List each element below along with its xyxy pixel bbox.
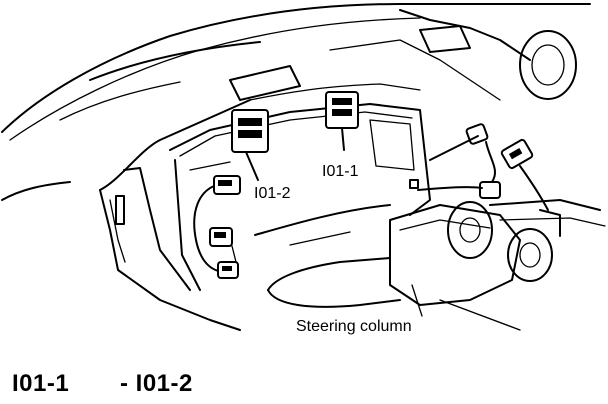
caption-connector-i01-2: - I01-2	[120, 370, 193, 397]
label-i01-1: I01-1	[322, 163, 359, 180]
wiring-harness	[193, 123, 549, 279]
steering-column	[267, 199, 606, 331]
dashboard-wiring-diagram: I01-2 I01-1 Steering column	[1, 3, 606, 335]
caption-connector-i01-1: I01-1	[12, 370, 70, 397]
dash-bracket	[169, 65, 431, 291]
dashboard-outline	[1, 3, 591, 331]
label-steering-column: Steering column	[296, 318, 412, 335]
connector-i01-2	[231, 109, 269, 181]
connector-i01-1	[325, 91, 359, 151]
label-i01-2: I01-2	[254, 185, 291, 202]
